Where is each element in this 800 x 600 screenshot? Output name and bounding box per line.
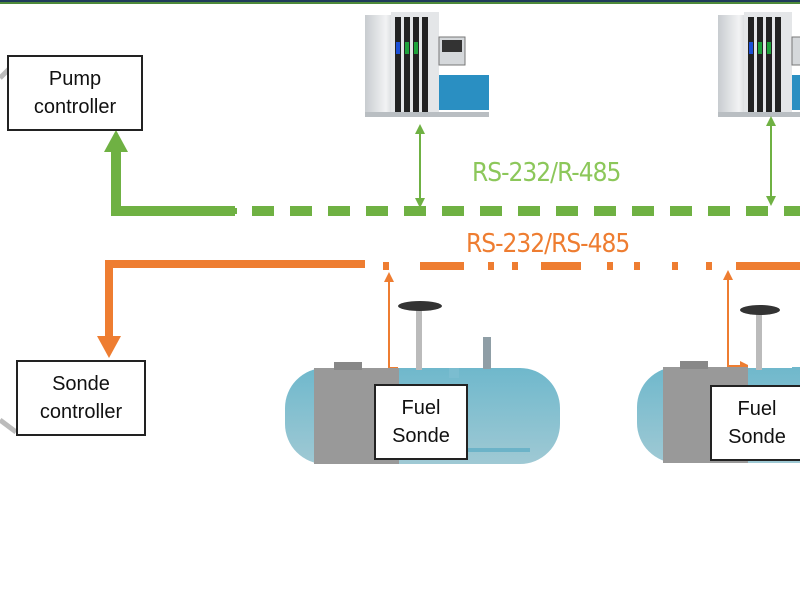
fuel-sonde-label-line2: Sonde (392, 425, 450, 447)
gray-link-bottom (0, 418, 18, 434)
fuel-pump-dispenser-icon (365, 12, 489, 117)
sonde-controller-box: Sonde controller (16, 360, 146, 436)
sonde-link-2 (723, 270, 750, 371)
fuel-sonde-label-line1: Fuel (401, 397, 441, 419)
fuel-pump-dispenser-icon (718, 12, 800, 117)
top-border (0, 0, 800, 4)
sonde-controller-label-line2: controller (39, 401, 123, 423)
pump-controller-box: Pump controller (7, 55, 143, 131)
fuel-sonde-box-2: Fuel Sonde (710, 385, 800, 461)
arrow-down-icon (97, 336, 121, 358)
fuel-sonde-box-1: Fuel Sonde (374, 384, 468, 460)
fuel-sonde-label-line1: Fuel (737, 398, 777, 420)
arrow-up-icon (104, 130, 128, 152)
pump-link-1 (415, 124, 425, 208)
pump-controller-label-line2: controller (33, 96, 117, 118)
sonde-controller-label-line1: Sonde (52, 373, 110, 395)
fuel-sonde-label-line2: Sonde (728, 426, 786, 448)
pump-link-2 (766, 116, 776, 206)
pump-controller-label-line1: Pump (48, 68, 102, 90)
pump-bus (104, 130, 800, 216)
sonde-bus (97, 260, 800, 358)
pump-bus-label: RS-232/R-485 (472, 158, 621, 188)
sonde-bus-label: RS-232/RS-485 (466, 229, 630, 259)
